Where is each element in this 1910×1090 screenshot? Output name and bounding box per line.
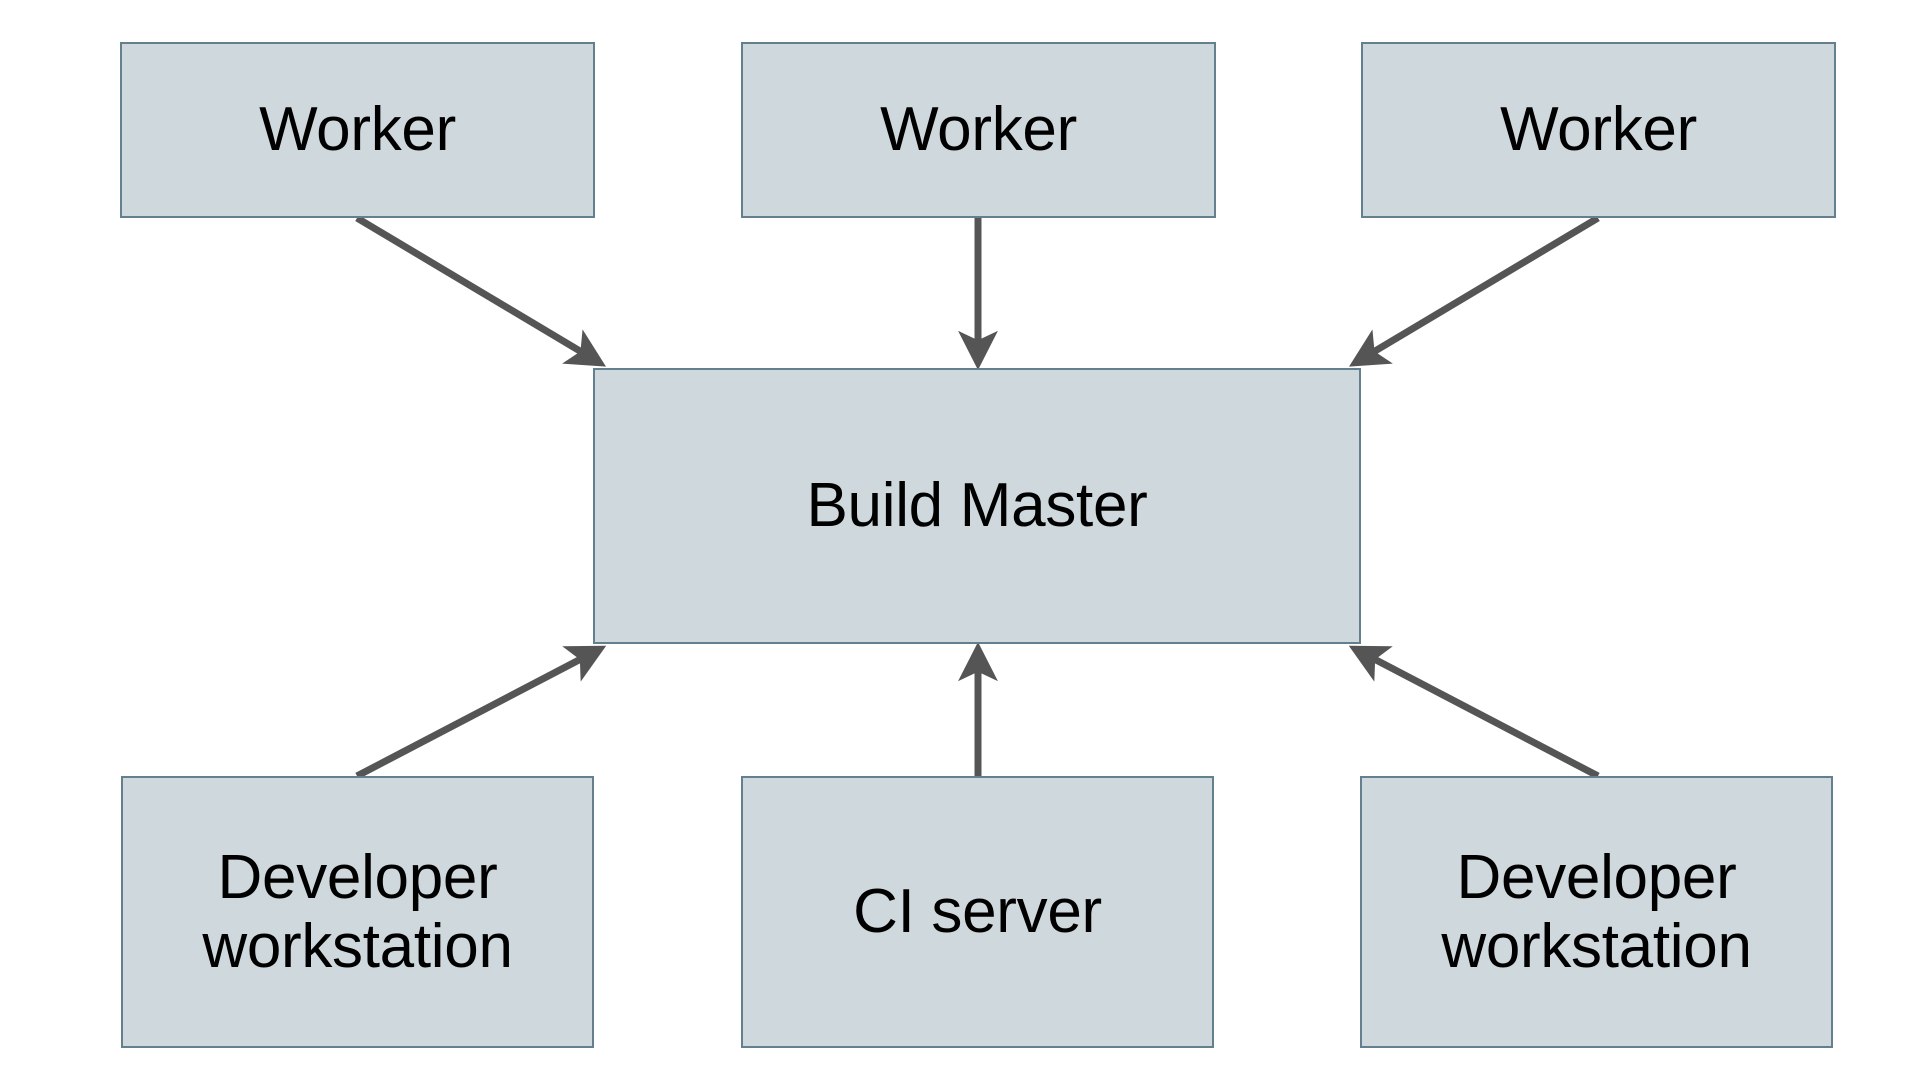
node-worker-3[interactable]: Worker [1361, 42, 1836, 218]
node-label-worker-2: Worker [880, 95, 1077, 165]
node-worker-2[interactable]: Worker [741, 42, 1216, 218]
node-label-ci-server: CI server [853, 877, 1102, 947]
node-label-build-master: Build Master [806, 471, 1148, 541]
node-label-worker-3: Worker [1500, 95, 1697, 165]
node-build-master[interactable]: Build Master [593, 368, 1361, 644]
node-developer-workstation-right[interactable]: Developer workstation [1360, 776, 1833, 1048]
edge-developer-workstation-left-to-build-master [355, 645, 607, 780]
node-developer-workstation-left[interactable]: Developer workstation [121, 776, 594, 1048]
edge-worker-1-to-build-master [355, 214, 607, 367]
node-label-developer-workstation-right: Developer workstation [1441, 842, 1752, 981]
node-ci-server[interactable]: CI server [741, 776, 1214, 1048]
node-label-developer-workstation-left: Developer workstation [202, 842, 513, 981]
node-label-worker-1: Worker [259, 95, 456, 165]
node-worker-1[interactable]: Worker [120, 42, 595, 218]
edge-developer-workstation-right-to-build-master [1348, 645, 1600, 780]
edge-worker-3-to-build-master [1348, 214, 1600, 367]
